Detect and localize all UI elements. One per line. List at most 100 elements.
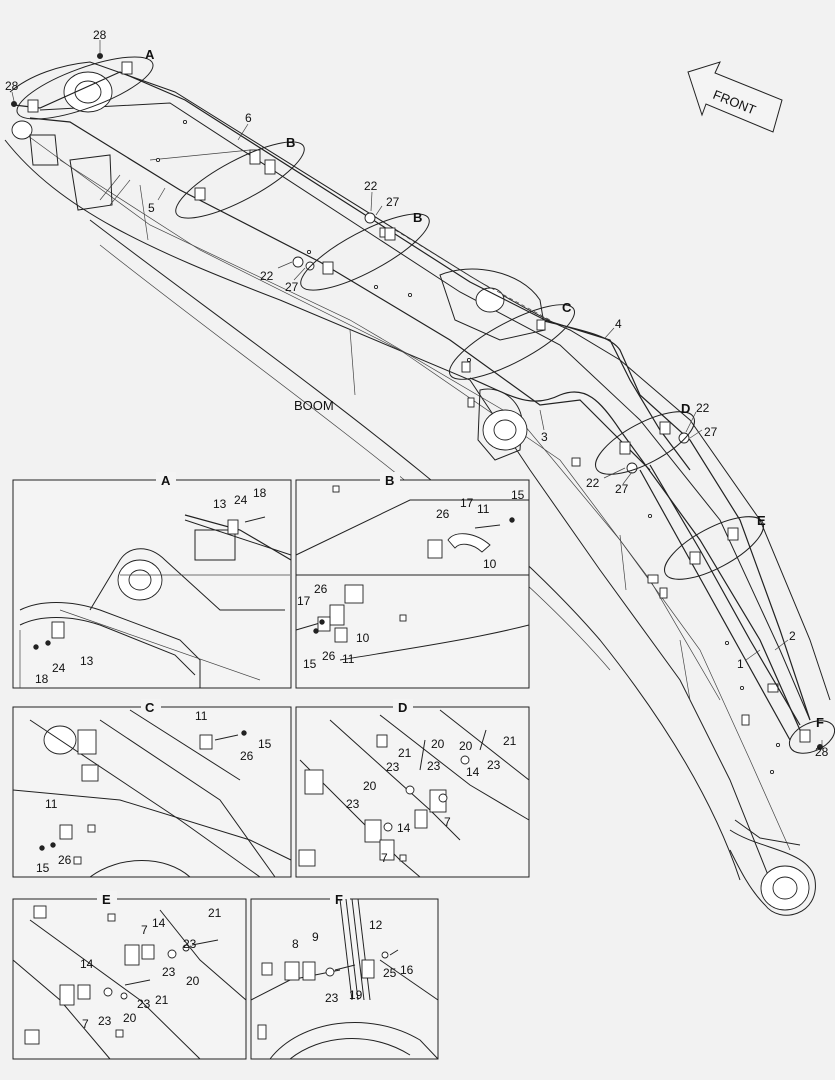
callout: 7 [444, 815, 451, 829]
callout: 20 [123, 1011, 137, 1025]
callout: 23 [325, 991, 339, 1005]
detail-a-title: A [161, 473, 171, 488]
callout-27: 27 [704, 425, 718, 439]
callout: 18 [253, 486, 267, 500]
callout: 21 [155, 993, 169, 1007]
detail-f-title: F [335, 892, 343, 907]
view-marker-e: E [757, 513, 766, 528]
callout: 20 [431, 737, 445, 751]
callout: 26 [322, 649, 336, 663]
callout-1: 1 [737, 657, 744, 671]
callout: 16 [400, 963, 414, 977]
callout-22: 22 [364, 179, 378, 193]
callout-22: 22 [260, 269, 274, 283]
view-marker-d: D [681, 401, 690, 416]
view-marker-letters: A B B C D E F [145, 47, 824, 730]
callout-6: 6 [245, 111, 252, 125]
callout: 12 [369, 918, 383, 932]
callout: 23 [346, 797, 360, 811]
callout: 8 [292, 937, 299, 951]
callout-28: 28 [5, 79, 19, 93]
callout: 20 [459, 739, 473, 753]
callout-3: 3 [541, 430, 548, 444]
callout: 18 [35, 672, 49, 686]
callout: 26 [314, 582, 328, 596]
view-marker-ellipses [16, 56, 835, 754]
callout: 17 [297, 594, 311, 608]
callout: 15 [303, 657, 317, 671]
callout: 23 [137, 997, 151, 1011]
callout: 26 [436, 507, 450, 521]
callout: 21 [208, 906, 222, 920]
detail-d-title: D [398, 700, 407, 715]
callout: 10 [356, 631, 370, 645]
callout: 17 [460, 496, 474, 510]
hydraulic-pipes [13, 71, 811, 741]
callout: 15 [511, 488, 525, 502]
callout: 7 [82, 1017, 89, 1031]
callout: 14 [152, 916, 166, 930]
detail-view-d: D 21 20 21 23 20 23 23 20 14 14 23 7 7 [295, 699, 530, 878]
callout: 10 [483, 557, 497, 571]
callout: 23 [487, 758, 501, 772]
callout: 15 [258, 737, 272, 751]
detail-view-e: E 7 14 21 14 23 20 23 23 7 23 20 21 [12, 891, 247, 1060]
callout: 23 [162, 965, 176, 979]
callout: 7 [141, 923, 148, 937]
detail-c-title: C [145, 700, 155, 715]
detail-b-title: B [385, 473, 394, 488]
callout-5: 5 [148, 201, 155, 215]
callout: 23 [98, 1014, 112, 1028]
callout-4: 4 [615, 317, 622, 331]
callout: 25 [383, 966, 397, 980]
view-marker-a: A [145, 47, 155, 62]
callout: 19 [349, 988, 363, 1002]
view-marker-b: B [413, 210, 422, 225]
callout: 14 [466, 765, 480, 779]
view-marker-f: F [816, 715, 824, 730]
callout: 20 [186, 974, 200, 988]
detail-view-f: F 12 8 9 25 16 23 19 [250, 891, 439, 1060]
callout: 11 [195, 709, 208, 723]
callout: 11 [477, 502, 490, 516]
callout: 11 [45, 797, 58, 811]
callout: 20 [363, 779, 377, 793]
callout: 23 [183, 937, 197, 951]
callout: 26 [58, 853, 72, 867]
detail-view-c: C 11 15 26 11 15 26 [12, 699, 292, 878]
view-marker-b: B [286, 135, 295, 150]
callout-27: 27 [386, 195, 400, 209]
main-leader-lines [11, 40, 823, 745]
callout-28: 28 [93, 28, 107, 42]
callout: 21 [398, 746, 412, 760]
callout: 24 [52, 661, 66, 675]
callout: 24 [234, 493, 248, 507]
callout: 13 [80, 654, 94, 668]
view-marker-c: C [562, 300, 572, 315]
callout: 14 [80, 957, 94, 971]
callout-22: 22 [586, 476, 600, 490]
callout: 11 [342, 652, 355, 666]
callout: 13 [213, 497, 227, 511]
callout: 9 [312, 930, 319, 944]
boom-assembly [4, 61, 831, 916]
callout: 15 [36, 861, 50, 875]
callout-27: 27 [285, 280, 299, 294]
callout-28: 28 [815, 745, 829, 759]
callout: 21 [503, 734, 517, 748]
callout-22: 22 [696, 401, 710, 415]
callout-2: 2 [789, 629, 796, 643]
detail-view-a: A 13 24 18 18 24 13 [12, 472, 292, 689]
boom-label: BOOM [294, 398, 334, 413]
callout: 14 [397, 821, 411, 835]
callout: 23 [427, 759, 441, 773]
callout: 23 [386, 760, 400, 774]
front-direction-arrow: FRONT [687, 61, 783, 133]
detail-view-b: B 26 17 11 15 10 17 26 10 15 26 11 [295, 472, 530, 689]
main-callouts: 28 28 6 5 22 27 22 27 4 3 22 27 22 27 1 … [5, 28, 829, 759]
callout: 26 [240, 749, 254, 763]
callout: 7 [381, 851, 388, 865]
callout-27: 27 [615, 482, 629, 496]
detail-e-title: E [102, 892, 111, 907]
